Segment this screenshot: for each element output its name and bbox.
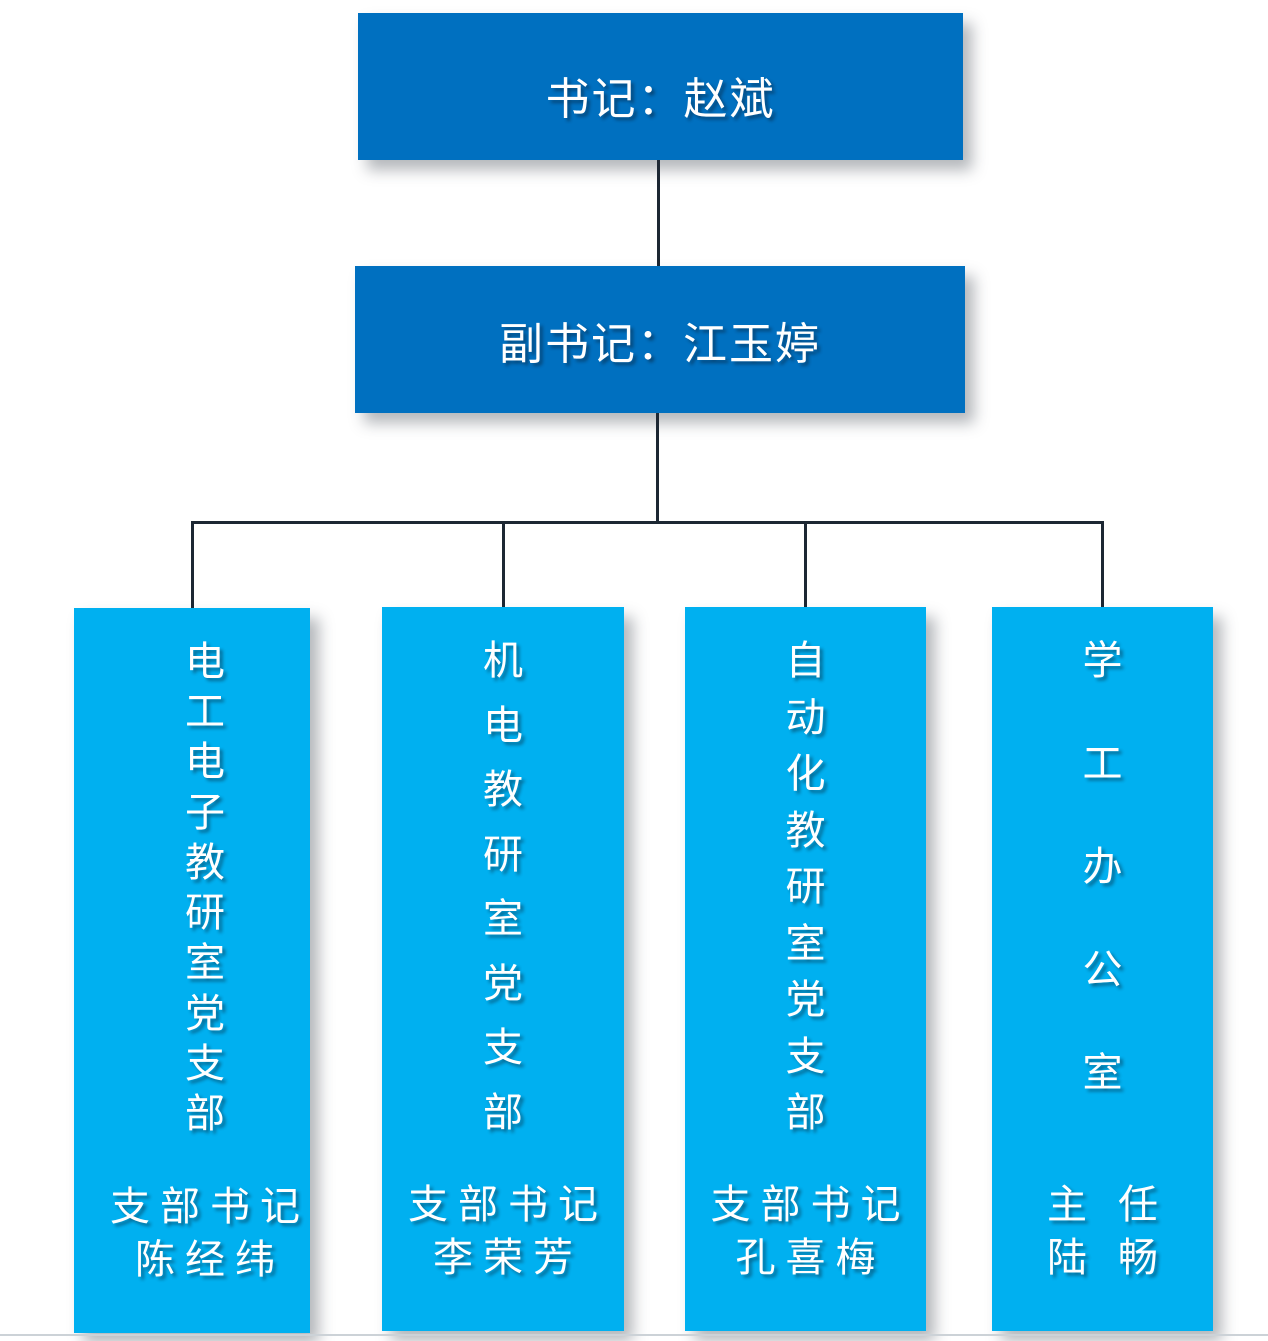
title-char: 室 — [1082, 1051, 1123, 1095]
officer-title: 支部书记 — [408, 1183, 608, 1228]
title-char: 工 — [185, 690, 225, 735]
branch-box-student-affairs-office: 学工办公室 主 任 陆 畅 — [992, 607, 1213, 1331]
title-char: 部 — [185, 1091, 225, 1136]
connector-deputy-trunk — [656, 413, 659, 524]
officer-title: 支部书记 — [710, 1183, 911, 1228]
branch-officer: 支部书记 李荣芳 — [398, 1179, 608, 1285]
title-char: 电 — [185, 640, 225, 684]
title-char: 支 — [483, 1026, 523, 1071]
title-char: 部 — [785, 1091, 826, 1135]
title-char: 支 — [785, 1034, 826, 1079]
title-char: 党 — [483, 961, 523, 1006]
title-char: 机 — [483, 639, 523, 683]
officer-name: 陆 畅 — [1046, 1236, 1169, 1281]
title-char: 电 — [185, 740, 225, 785]
officer-title: 支部书记 — [110, 1185, 310, 1230]
title-char: 动 — [785, 695, 826, 740]
title-char: 化 — [785, 752, 826, 796]
page-bottom-edge — [0, 1334, 1268, 1336]
title-char: 党 — [785, 978, 826, 1022]
deputy-secretary-box: 副书记：江玉婷 — [355, 266, 965, 413]
title-char: 党 — [185, 991, 225, 1036]
connector-drop-automation — [804, 522, 807, 608]
branch-box-mechatronics: 机电教研室党支部 支部书记 李荣芳 — [382, 607, 624, 1331]
branch-title-vertical: 机电教研室党支部 — [483, 641, 523, 1133]
connector-drop-electrical — [191, 522, 194, 609]
officer-title: 主 任 — [1046, 1183, 1169, 1228]
title-char: 研 — [483, 832, 523, 877]
branch-title-vertical: 电工电子教研室党支部 — [185, 642, 225, 1134]
title-char: 室 — [483, 897, 523, 942]
branch-title-vertical: 自动化教研室党支部 — [786, 641, 826, 1133]
title-char: 研 — [785, 865, 826, 909]
title-char: 部 — [483, 1090, 523, 1135]
title-char: 教 — [483, 768, 523, 813]
officer-name: 李荣芳 — [433, 1236, 583, 1281]
title-char: 子 — [185, 790, 225, 835]
title-char: 教 — [185, 840, 225, 885]
officer-name: 陈经纬 — [135, 1238, 285, 1283]
branch-officer: 支部书记 陈经纬 — [100, 1181, 310, 1287]
branch-officer: 主 任 陆 畅 — [1037, 1179, 1168, 1285]
branch-box-electrical-electronics: 电工电子教研室党支部 支部书记 陈经纬 — [74, 608, 310, 1333]
connector-drop-mechatronics — [502, 522, 505, 608]
title-char: 教 — [785, 808, 826, 853]
title-char: 自 — [785, 639, 826, 683]
title-char: 电 — [483, 703, 523, 748]
branch-title-vertical: 学工办公室 — [1083, 641, 1123, 1093]
connector-drop-student-affairs — [1101, 522, 1104, 608]
branch-officer: 支部书记 孔喜梅 — [701, 1179, 911, 1285]
secretary-box: 书记：赵斌 — [358, 13, 963, 160]
title-char: 公 — [1082, 948, 1123, 992]
connector-rail — [191, 521, 1104, 524]
deputy-secretary-label: 副书记：江玉婷 — [499, 319, 821, 369]
branch-box-automation: 自动化教研室党支部 支部书记 孔喜梅 — [685, 607, 926, 1331]
title-char: 工 — [1082, 742, 1123, 786]
title-char: 支 — [185, 1041, 225, 1086]
connector-secretary-deputy — [657, 160, 660, 267]
title-char: 办 — [1082, 845, 1123, 889]
secretary-label: 书记：赵斌 — [545, 75, 776, 124]
title-char: 研 — [185, 891, 225, 936]
title-char: 室 — [785, 921, 826, 966]
officer-name: 孔喜梅 — [735, 1236, 886, 1281]
title-char: 学 — [1082, 639, 1123, 683]
title-char: 室 — [185, 941, 225, 986]
